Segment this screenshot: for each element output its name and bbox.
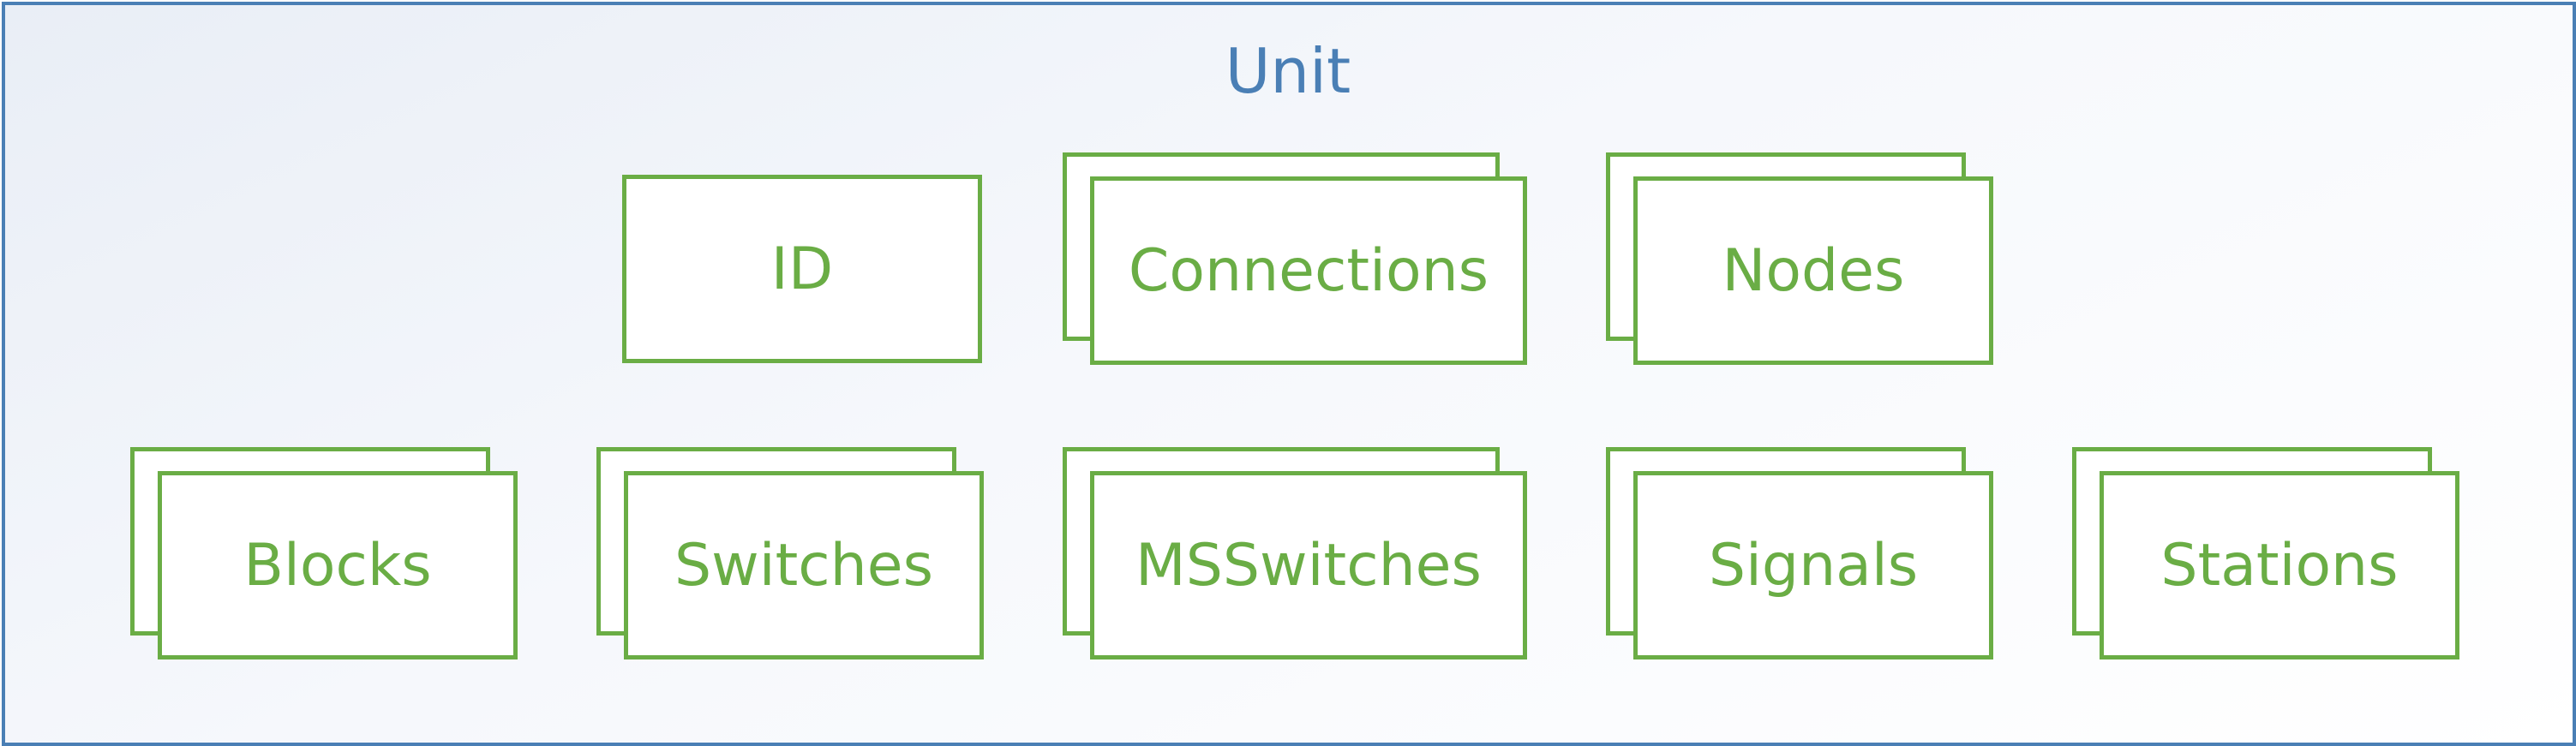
node-id-box: ID [622,175,982,363]
node-connections-box: Connections [1090,176,1527,365]
node-blocks-box: Blocks [158,471,518,659]
node-signals-label: Signals [1708,531,1919,600]
node-signals: Signals [1606,447,1993,659]
node-msswitches: MSSwitches [1063,447,1527,659]
node-msswitches-label: MSSwitches [1135,531,1482,600]
node-stations: Stations [2072,447,2459,659]
node-connections: Connections [1063,152,1527,365]
node-switches-label: Switches [674,531,934,600]
node-blocks: Blocks [130,447,518,659]
unit-title: Unit [1225,35,1351,107]
node-blocks-label: Blocks [243,531,432,600]
node-switches-box: Switches [624,471,984,659]
node-nodes-box: Nodes [1633,176,1993,365]
node-stations-label: Stations [2160,531,2399,600]
node-stations-box: Stations [2100,471,2459,659]
node-nodes-label: Nodes [1722,236,1905,305]
node-nodes: Nodes [1606,152,1993,365]
node-msswitches-box: MSSwitches [1090,471,1527,659]
node-id-label: ID [770,235,834,303]
node-connections-label: Connections [1128,236,1489,305]
node-switches: Switches [596,447,984,659]
node-signals-box: Signals [1633,471,1993,659]
node-id: ID [622,175,982,363]
